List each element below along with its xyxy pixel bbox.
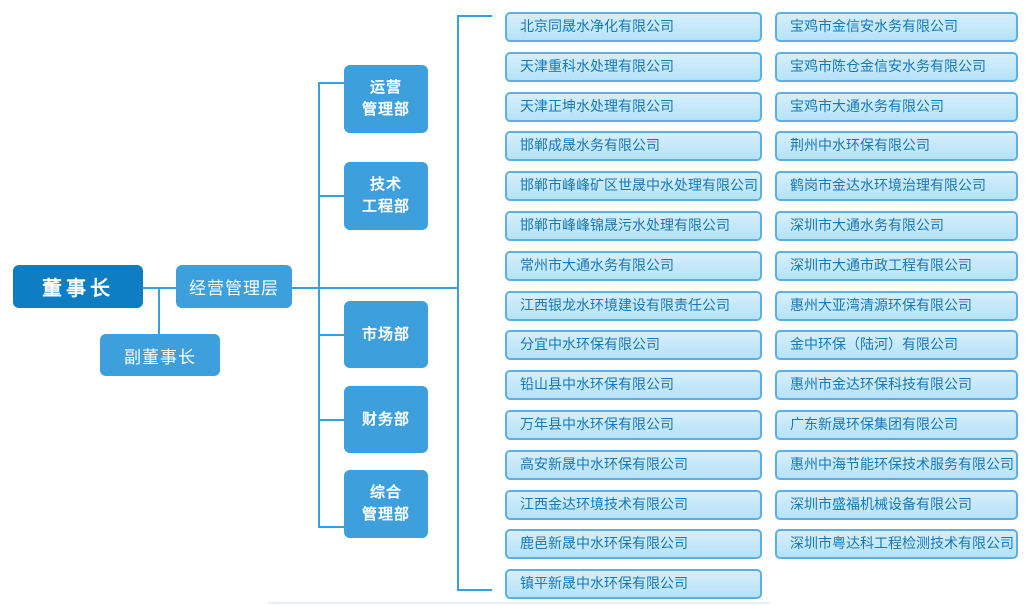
company-node: 宝鸡市金信安水务有限公司 — [775, 12, 1018, 42]
management-layer-node: 经营管理层 — [176, 265, 292, 308]
company-node: 天津重科水处理有限公司 — [505, 52, 762, 82]
connector-line — [318, 419, 345, 421]
connector-line — [292, 287, 459, 289]
company-node: 高安新晟中水环保有限公司 — [505, 450, 762, 480]
company-node: 鹿邑新晟中水环保有限公司 — [505, 529, 762, 559]
company-node: 宝鸡市大通水务有限公司 — [775, 92, 1018, 122]
company-node: 深圳市盛福机械设备有限公司 — [775, 490, 1018, 520]
department-node: 运营 管理部 — [344, 65, 428, 133]
department-node: 财务部 — [344, 386, 428, 453]
connector-line — [457, 15, 492, 17]
department-node: 市场部 — [344, 301, 428, 368]
company-node: 分宜中水环保有限公司 — [505, 330, 762, 360]
company-node: 江西金达环境技术有限公司 — [505, 490, 762, 520]
connector-line — [158, 287, 160, 335]
connector-line — [457, 589, 492, 591]
company-node: 金中环保（陆河）有限公司 — [775, 330, 1018, 360]
connector-line — [318, 82, 320, 528]
company-node: 惠州中海节能环保技术服务有限公司 — [775, 450, 1018, 480]
connector-line — [318, 195, 345, 197]
company-node: 鹤岗市金达水环境治理有限公司 — [775, 171, 1018, 201]
company-node: 镇平新晟中水环保有限公司 — [505, 569, 762, 599]
company-node: 万年县中水环保有限公司 — [505, 410, 762, 440]
company-node: 邯郸市峰峰锦晟污水处理有限公司 — [505, 211, 762, 241]
company-node: 北京同晟水净化有限公司 — [505, 12, 762, 42]
company-node: 荆州中水环保有限公司 — [775, 131, 1018, 161]
company-node: 广东新晟环保集团有限公司 — [775, 410, 1018, 440]
company-node: 深圳市粤达科工程检测技术有限公司 — [775, 529, 1018, 559]
company-node: 惠州市金达环保科技有限公司 — [775, 370, 1018, 400]
company-node: 江西银龙水环境建设有限责任公司 — [505, 291, 762, 321]
company-node: 深圳市大通水务有限公司 — [775, 211, 1018, 241]
company-node: 深圳市大通市政工程有限公司 — [775, 251, 1018, 281]
company-node: 宝鸡市陈仓金信安水务有限公司 — [775, 52, 1018, 82]
connector-line — [318, 82, 345, 84]
company-node: 天津正坤水处理有限公司 — [505, 92, 762, 122]
company-node: 常州市大通水务有限公司 — [505, 251, 762, 281]
company-node: 惠州大亚湾清源环保有限公司 — [775, 291, 1018, 321]
vice-chairman-node: 副董事长 — [100, 334, 220, 376]
company-node: 邯郸市峰峰矿区世晟中水处理有限公司 — [505, 171, 762, 201]
department-node: 综合 管理部 — [344, 470, 428, 538]
connector-line — [318, 334, 345, 336]
connector-line — [457, 15, 459, 591]
company-node: 铅山县中水环保有限公司 — [505, 370, 762, 400]
connector-line — [318, 526, 345, 528]
company-node: 邯郸成晟水务有限公司 — [505, 131, 762, 161]
chairman-node: 董事长 — [13, 265, 143, 308]
panel-bottom-edge — [268, 602, 770, 604]
department-node: 技术 工程部 — [344, 162, 428, 230]
